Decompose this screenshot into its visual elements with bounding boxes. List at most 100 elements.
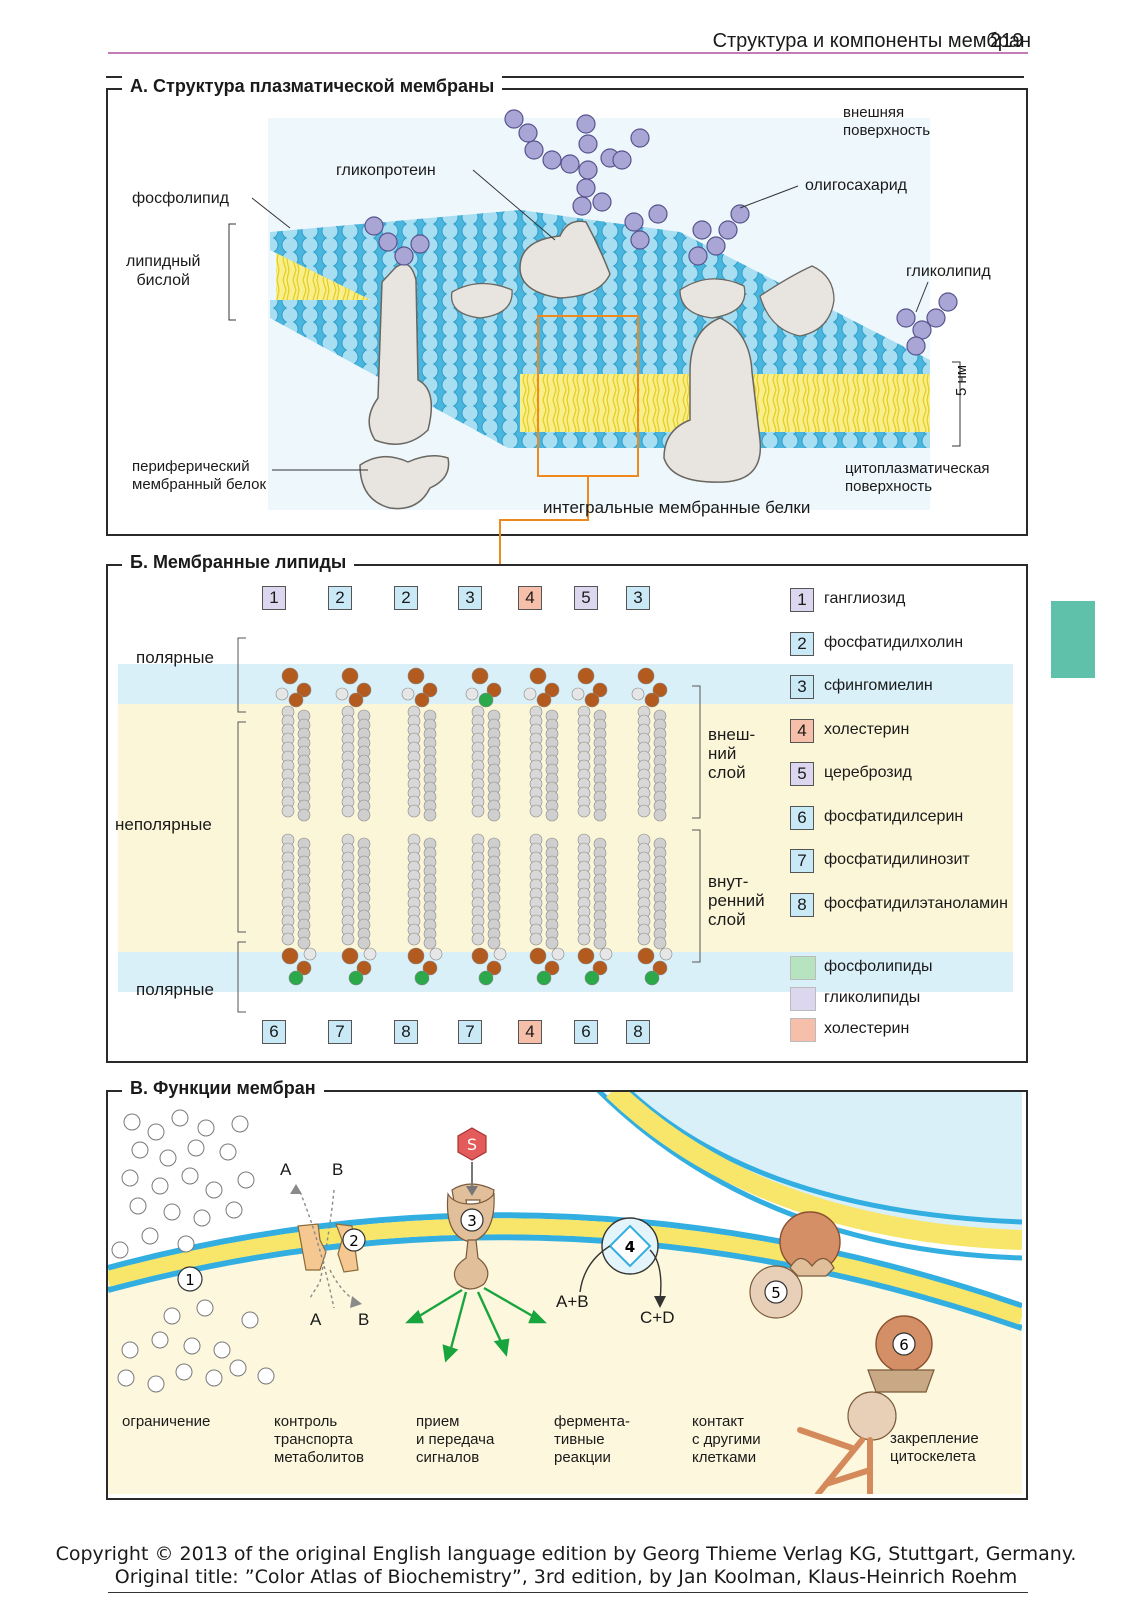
peripheral-protein-label: периферический мембранный белок — [132, 458, 267, 493]
top-head-atom — [335, 687, 349, 701]
top-lipid-number-6: 5 — [574, 586, 598, 610]
caption-boundary: ограничение — [122, 1413, 211, 1430]
bottom-head-atom — [422, 960, 438, 976]
label-a-top: A — [280, 1160, 292, 1179]
signal-output-arrows — [405, 1286, 547, 1363]
inner-layer-label: внут- ренний слой — [708, 872, 765, 929]
neighbor-cell-region — [614, 1092, 1022, 1248]
integral-protein-right — [759, 265, 835, 337]
top-lipid-number-1: 1 — [262, 586, 286, 610]
top-head-atom — [571, 687, 585, 701]
legend-label-3: сфингомиелин — [824, 677, 933, 694]
contact-number: 5 — [771, 1284, 781, 1302]
peripheral-protein — [359, 455, 450, 510]
caption-transport: контроль транспорта метаболитов — [274, 1413, 364, 1466]
top-head-atom — [544, 682, 560, 698]
bottom-head-atom — [363, 947, 377, 961]
bottom-chain-atom — [281, 932, 295, 946]
enzyme-diamond — [608, 1224, 652, 1268]
top-lipid-number-2: 2 — [328, 586, 352, 610]
legend-label-8: фосфатидилэтаноламин — [824, 894, 1008, 912]
legend-number-4: 4 — [790, 718, 814, 743]
bottom-rule — [108, 1592, 1028, 1593]
transport-paths — [299, 1189, 355, 1309]
phospholipid-label: фосфолипид — [132, 190, 229, 207]
cytoskeleton-filaments — [797, 1427, 873, 1494]
top-chain-atom — [593, 808, 607, 822]
bottom-head-atom — [599, 947, 613, 961]
top-chain-atom — [341, 804, 355, 818]
transporter-number: 2 — [349, 1232, 359, 1250]
legend-number-7: 7 — [790, 849, 814, 873]
bottom-head-atom — [471, 947, 489, 965]
integral-proteins-label: интегральные мембранные белки — [543, 498, 811, 517]
class-swatch-1 — [790, 956, 816, 980]
top-lipid-number-7: 3 — [626, 586, 650, 610]
transporter-marker — [342, 1228, 366, 1252]
section-c-title: В. Функции мембран — [122, 1078, 324, 1099]
bottom-head-atom — [356, 960, 372, 976]
top-lipid-number-3: 2 — [394, 586, 418, 610]
nonpolar-label: неполярные — [115, 815, 212, 834]
bottom-head-atom — [584, 970, 600, 986]
legend-label-1: ганглиозид — [824, 590, 906, 607]
copyright-line-1: Copyright © 2013 of the original English… — [55, 1543, 1077, 1565]
signal-letter: S — [467, 1135, 477, 1154]
polar-band-top — [118, 664, 1013, 704]
glycoprotein-label: гликопротеин — [336, 162, 436, 179]
top-chain-atom — [471, 804, 485, 818]
integral-protein-large — [663, 317, 762, 483]
bottom-head-atom — [303, 947, 317, 961]
top-head-atom — [529, 667, 547, 685]
top-head-atom — [592, 682, 608, 698]
top-head-atom — [536, 692, 552, 708]
top-head-atom — [356, 682, 372, 698]
bilayer-top-heads — [270, 210, 930, 374]
bottom-lipid-number-1: 6 — [262, 1020, 286, 1044]
polarity-brackets — [237, 637, 701, 1013]
top-head-atom — [422, 682, 438, 698]
lipid-bilayer-label: липидный бислой — [126, 253, 201, 289]
bottom-lipid-number-3: 8 — [394, 1020, 418, 1044]
anchor-protein-bottom — [847, 1391, 897, 1441]
top-head-atom — [486, 682, 502, 698]
polar-top-label: полярные — [136, 648, 214, 667]
top-head-atom — [637, 667, 655, 685]
top-chain-atom — [423, 808, 437, 822]
label-a-bottom: A — [310, 1310, 322, 1329]
anchor-marker — [892, 1332, 916, 1356]
bottom-chain-atom — [593, 936, 607, 950]
bottom-head-atom — [592, 960, 608, 976]
bottom-head-atom — [577, 947, 595, 965]
transmembrane-rod-protein — [368, 263, 433, 445]
oligosaccharide-label: олигосахарид — [805, 177, 907, 194]
bottom-head-atom — [637, 947, 655, 965]
top-head-atom — [275, 687, 289, 701]
top-head-atom — [631, 687, 645, 701]
bottom-head-atom — [529, 947, 547, 965]
bottom-head-atom — [296, 960, 312, 976]
top-chain-atom — [357, 808, 371, 822]
bottom-chain-atom — [423, 936, 437, 950]
legend-number-3: 3 — [790, 675, 814, 699]
contact-marker — [764, 1280, 788, 1304]
outer-layer-label: внеш- ний слой — [708, 725, 756, 782]
outer-surface-label: внешняя поверхность — [843, 104, 931, 139]
bottom-lipid-number-5: 4 — [518, 1020, 542, 1044]
bottom-chain-atom — [487, 936, 501, 950]
bottom-head-atom — [478, 970, 494, 986]
legend-number-8: 8 — [790, 892, 814, 917]
nonpolar-band — [118, 704, 1013, 952]
bottom-head-atom — [493, 947, 507, 961]
top-head-atom — [341, 667, 359, 685]
bottom-chain-atom — [471, 932, 485, 946]
caption-contact: контакт с другими клетками — [692, 1413, 761, 1466]
top-head-atom — [471, 667, 489, 685]
bottom-lipid-number-4: 7 — [458, 1020, 482, 1044]
bottom-lipid-number-2: 7 — [328, 1020, 352, 1044]
bottom-head-atom — [551, 947, 565, 961]
bottom-chain-atom — [637, 932, 651, 946]
caption-signal: прием и передача сигналов — [416, 1413, 495, 1466]
